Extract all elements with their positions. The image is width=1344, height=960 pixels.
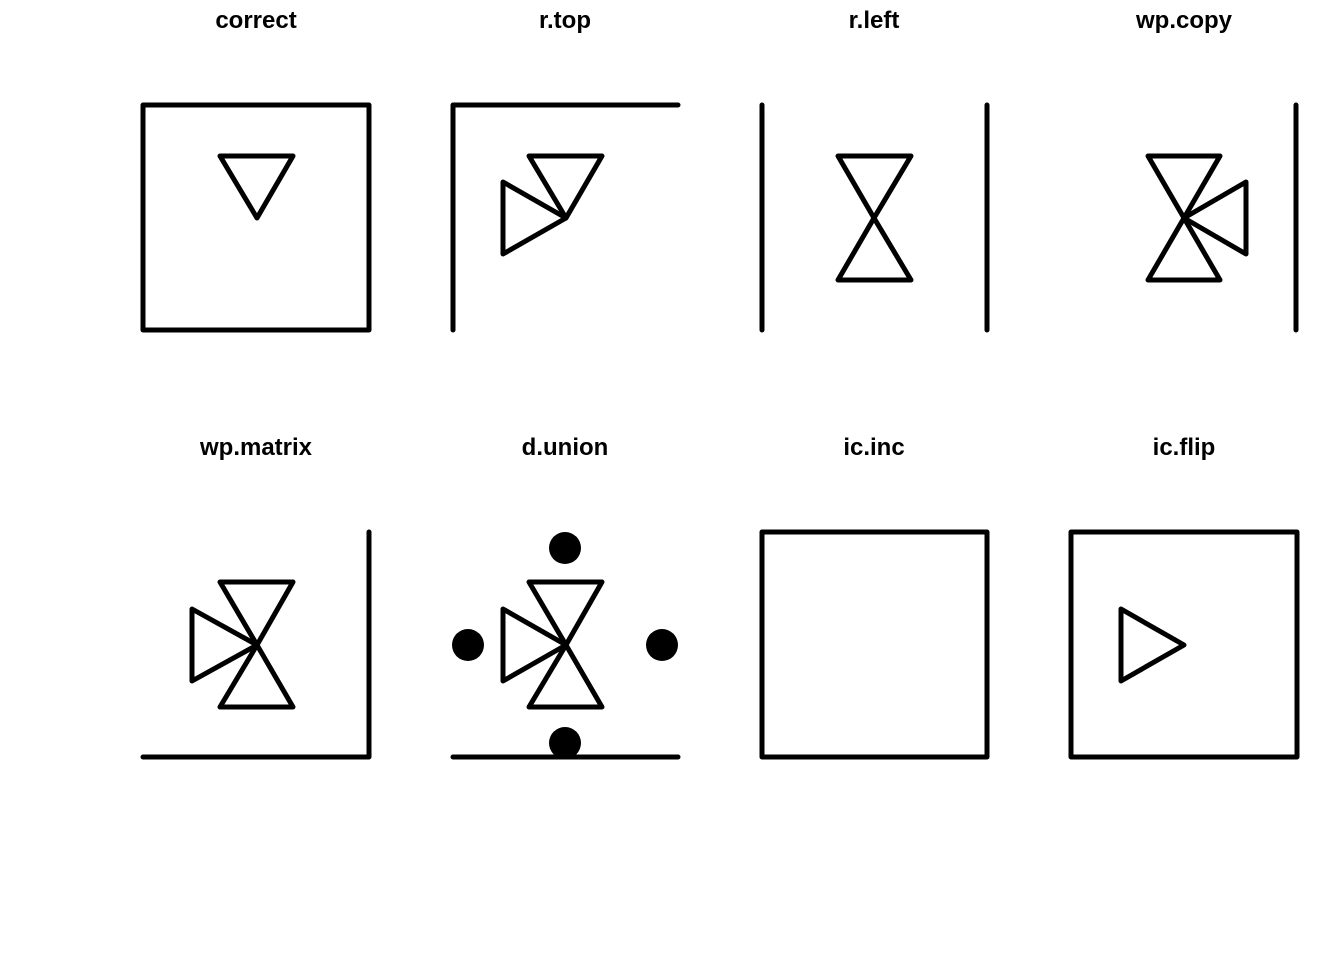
- panel-title-wp-matrix: wp.matrix: [199, 434, 313, 461]
- panel-r-top: r.top: [450, 7, 681, 333]
- panel-ic-inc: ic.inc: [759, 434, 990, 760]
- panel-title-d-union: d.union: [522, 434, 609, 461]
- panel-title-ic-inc: ic.inc: [843, 434, 904, 461]
- panel-title-wp-copy: wp.copy: [1135, 7, 1233, 34]
- triangle-up: [835, 215, 914, 283]
- panel-d-union: d.union: [450, 434, 681, 760]
- triangle-left: [1181, 179, 1249, 257]
- panel-wp-copy: wp.copy: [1135, 7, 1299, 333]
- triangle-down: [217, 579, 296, 648]
- triangle-down: [835, 153, 914, 221]
- triangle-up: [217, 642, 296, 710]
- frame-top-left: [450, 102, 681, 333]
- triangle-right: [500, 179, 569, 257]
- triangle-up: [526, 642, 605, 710]
- panel-ic-flip: ic.flip: [1068, 434, 1300, 760]
- triangle-down: [217, 153, 296, 221]
- triangle-up: [1145, 215, 1223, 283]
- triangle-down: [1145, 153, 1223, 221]
- dot-top: [549, 532, 581, 564]
- panel-r-left: r.left: [759, 7, 990, 333]
- panel-title-correct: correct: [215, 7, 296, 34]
- panel-title-r-left: r.left: [849, 7, 900, 34]
- panel-wp-matrix: wp.matrix: [140, 434, 372, 760]
- triangle-down: [526, 579, 605, 648]
- square-frame: [140, 102, 372, 333]
- square-frame: [1068, 529, 1300, 760]
- triangle-right: [189, 606, 260, 684]
- frame-bottom-right: [140, 529, 372, 760]
- triangle-right: [1118, 606, 1187, 684]
- triangle-right: [500, 606, 569, 684]
- triangle-down: [526, 153, 605, 221]
- dot-bottom: [549, 727, 581, 759]
- panel-title-ic-flip: ic.flip: [1153, 434, 1216, 461]
- panel-correct: correct: [140, 7, 372, 333]
- square-frame: [759, 529, 990, 760]
- panel-title-r-top: r.top: [539, 7, 591, 34]
- dot-right: [646, 629, 678, 661]
- dot-left: [452, 629, 484, 661]
